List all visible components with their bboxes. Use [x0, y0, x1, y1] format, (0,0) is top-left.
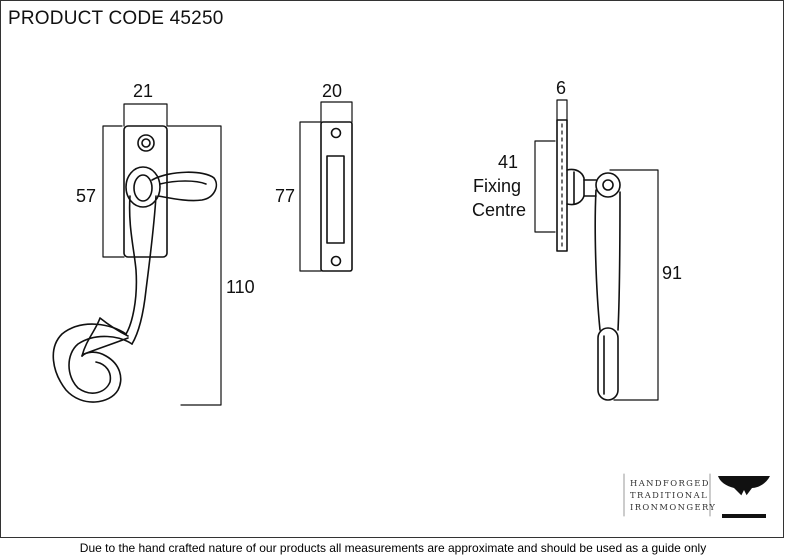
- dim-fixing-line2: Centre: [472, 200, 526, 220]
- keep-front-view: [299, 101, 353, 272]
- disclaimer-footer: Due to the hand crafted nature of our pr…: [79, 541, 707, 555]
- dim-fixing-centre-value: 41: [498, 152, 518, 172]
- technical-drawing: 21 57 110 20 77 6 41 Fixing Centre 91 HA…: [52, 78, 770, 518]
- dim-fixing-line1: Fixing: [473, 176, 521, 196]
- dim-fastener-height: 57: [76, 186, 96, 206]
- drawing-frame: [0, 0, 784, 538]
- dim-keep-width: 20: [322, 81, 342, 101]
- dim-side-thickness: 6: [556, 78, 566, 98]
- dim-overall-height: 110: [226, 277, 255, 297]
- logo-line2: TRADITIONAL: [630, 490, 708, 500]
- dim-keep-height: 77: [275, 186, 295, 206]
- dim-side-height: 91: [662, 263, 682, 283]
- logo-line1: HANDFORGED: [630, 478, 710, 488]
- logo-line3: IRONMONGERY: [630, 502, 716, 512]
- fastener-front-view: [52, 103, 222, 406]
- product-code-title: PRODUCT CODE 45250: [8, 8, 224, 29]
- dim-fastener-width: 21: [133, 81, 153, 101]
- fastener-side-view: [534, 99, 659, 401]
- brand-logo: [623, 473, 711, 517]
- anvil-icon: [718, 476, 770, 518]
